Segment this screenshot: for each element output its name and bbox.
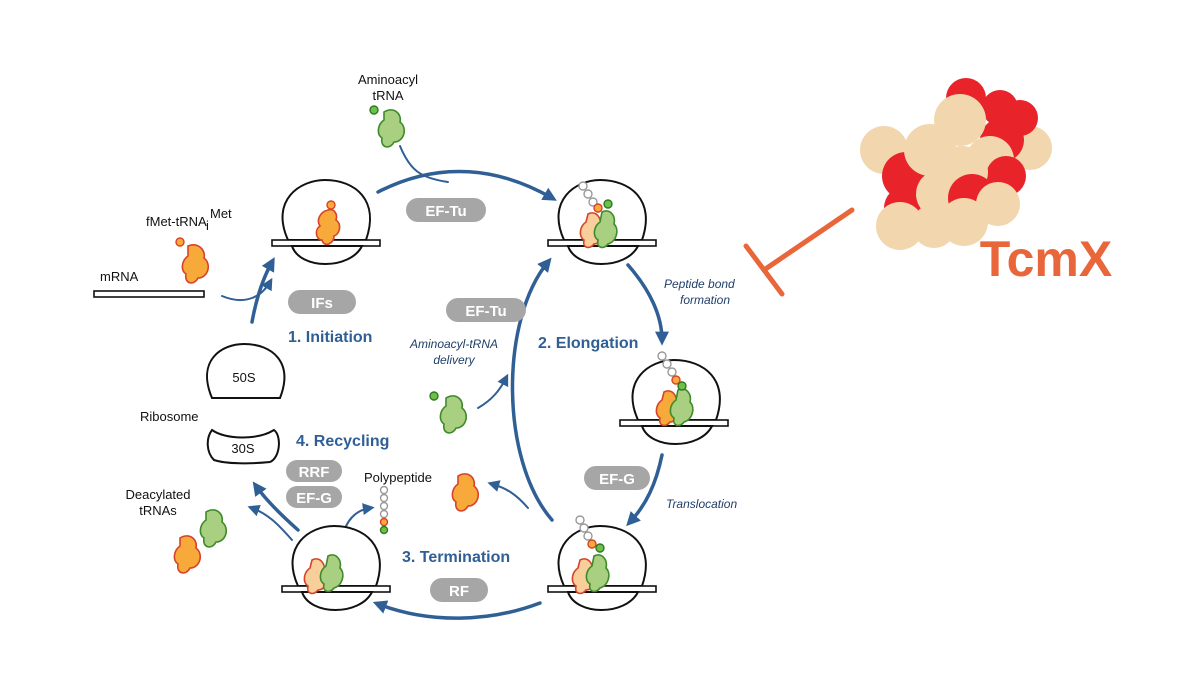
arrow-mrna-join: [221, 277, 273, 301]
label-deacylated-1: Deacylated: [125, 487, 190, 502]
ribosome-elongation-right: [619, 351, 729, 445]
label-peptide-bond-1: Peptide bond: [664, 277, 735, 291]
arrow-translocation-to-termination: [626, 453, 664, 527]
svg-text:RF: RF: [449, 583, 469, 600]
arrow-release-trna: [487, 480, 529, 509]
arrow-elongation-to-translocation: [626, 263, 669, 346]
arrow-initiation-to-elongation: [376, 169, 557, 201]
arrow-termination-to-elongation: [510, 257, 554, 522]
svg-text:EF-G: EF-G: [599, 471, 635, 488]
pill-eftu-mid: EF-Tu: [446, 298, 526, 322]
label-aminoacyl-1: Aminoacyl: [358, 72, 418, 87]
ribosome-recycling: [281, 524, 391, 611]
step-initiation: 1. Initiation: [288, 329, 372, 346]
pill-ifs: IFs: [288, 290, 356, 314]
label-aminoacyl-2: tRNA: [372, 88, 403, 103]
free-trna-released: [451, 473, 480, 512]
pill-eftu-top: EF-Tu: [406, 198, 486, 222]
subunit-50s: 50S: [206, 342, 286, 399]
arrow-recycling-to-subunits: [252, 481, 300, 532]
svg-text:Met: Met: [210, 206, 232, 221]
tcmx-molecule-model: [860, 78, 1052, 250]
label-deacylated-2: tRNAs: [139, 503, 177, 518]
svg-text:EF-G: EF-G: [296, 490, 332, 507]
pill-efg-right: EF-G: [584, 466, 650, 490]
step-elongation: 2. Elongation: [538, 335, 638, 352]
subunit-30s: 30S: [206, 428, 280, 465]
arrow-delivery: [477, 373, 509, 409]
free-trna-aminoacyl: [369, 105, 406, 148]
step-termination: 3. Termination: [402, 549, 510, 566]
label-delivery-1: Aminoacyl-tRNA: [409, 337, 498, 351]
ribosome-initiation: [271, 178, 381, 265]
ribosome-termination: [547, 515, 657, 611]
free-trna-deacylated-orange: [173, 535, 202, 574]
label-ribosome: Ribosome: [140, 409, 199, 424]
step-recycling: 4. Recycling: [296, 433, 389, 450]
label-fmet: fMet-tRNA i Met: [146, 206, 232, 233]
free-trna-delivery: [429, 391, 468, 434]
svg-text:i: i: [206, 218, 209, 233]
inhibitor-name: TcmX: [980, 231, 1112, 287]
pill-rf: RF: [430, 578, 488, 602]
label-30s: 30S: [231, 441, 254, 456]
label-translocation: Translocation: [666, 497, 737, 511]
free-trna-fmet: [175, 237, 210, 284]
label-50s: 50S: [232, 370, 255, 385]
svg-text:RRF: RRF: [299, 464, 330, 481]
free-trna-deacylated-green: [199, 509, 228, 548]
svg-text:EF-Tu: EF-Tu: [425, 203, 466, 220]
label-mrna: mRNA: [100, 269, 139, 284]
svg-text:IFs: IFs: [311, 295, 333, 312]
arrow-aminoacyl-entry: [399, 145, 449, 183]
ribosome-elongation-top: [547, 178, 657, 265]
label-polypeptide: Polypeptide: [364, 470, 432, 485]
arrow-deacylated-release: [247, 504, 293, 541]
arrow-termination-to-recycling: [372, 600, 542, 620]
svg-text:fMet-tRNA: fMet-tRNA: [146, 214, 207, 229]
svg-text:EF-Tu: EF-Tu: [465, 303, 506, 320]
polypeptide-chain: [379, 485, 389, 535]
inhibition-bar: [743, 207, 855, 297]
label-peptide-bond-2: formation: [680, 293, 730, 307]
arrow-recycling-to-initiation: [250, 257, 275, 324]
pill-rrf: RRF: [286, 460, 342, 482]
mrna-strand: [93, 290, 205, 298]
label-delivery-2: delivery: [433, 353, 475, 367]
pill-efg-left: EF-G: [286, 486, 342, 508]
